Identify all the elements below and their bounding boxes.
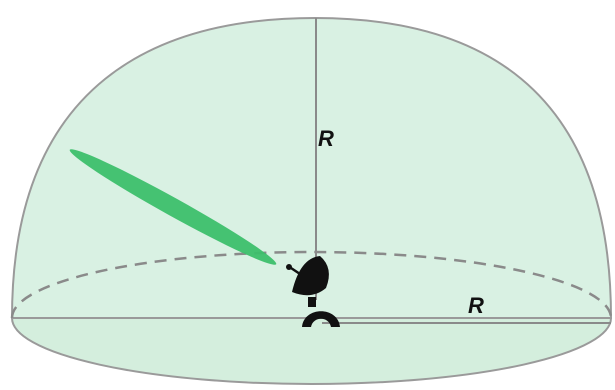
radar-beam — [69, 149, 277, 265]
hemisphere-base-front — [10, 317, 613, 385]
radar-dish-icon — [286, 256, 340, 327]
horizontal-radius-label: R — [468, 293, 484, 318]
vertical-radius-label: R — [318, 126, 334, 151]
hemisphere-base-back-dashed — [10, 250, 613, 319]
